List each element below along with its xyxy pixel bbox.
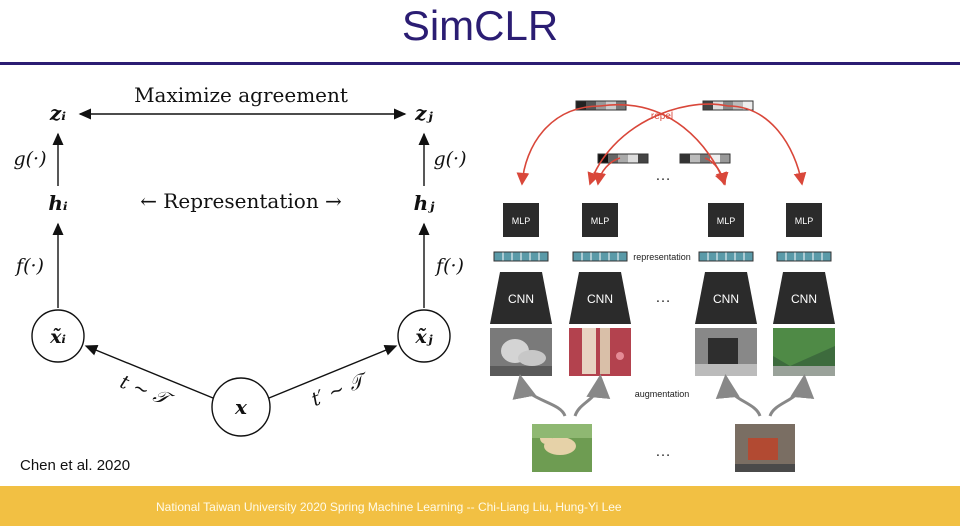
- simclr-framework-diagram: Maximize agreement zᵢ zⱼ g(·) g(·) hᵢ hⱼ…: [13, 83, 467, 437]
- repel-arc-inner-2: [704, 157, 729, 186]
- x-tilde-i-label: x̃ᵢ: [49, 326, 66, 348]
- t-right-label: t′ ~ 𝒯: [308, 368, 372, 411]
- z-i-label: zᵢ: [49, 101, 66, 125]
- original-dog-image: [532, 424, 592, 472]
- repel-arc-inner-1: [593, 157, 621, 186]
- mlp-block-2: MLP: [582, 203, 618, 237]
- mlp-label-4: MLP: [795, 216, 814, 226]
- representation-vector-4: [776, 251, 832, 262]
- h-i-label: hᵢ: [48, 191, 68, 215]
- augmented-dog-red-crop-image: [569, 328, 631, 376]
- x-label: x: [234, 395, 248, 419]
- augmentation-text: augmentation: [635, 389, 690, 399]
- footer-text: National Taiwan University 2020 Spring M…: [156, 500, 622, 514]
- cnn-block-4: CNN: [773, 272, 835, 324]
- cnn-label-1: CNN: [508, 292, 534, 306]
- cnn-block-1: CNN: [490, 272, 552, 324]
- f-left-label: f(·): [14, 255, 44, 277]
- z-j-label: zⱼ: [414, 101, 433, 125]
- augmentation-arrow-1: [512, 374, 567, 417]
- x-tilde-j-node: [397, 309, 451, 363]
- t-arrow-left: [84, 345, 214, 399]
- x-node: [211, 377, 271, 437]
- ellipsis-mid: …: [655, 289, 671, 306]
- ellipsis-bottom: …: [655, 443, 671, 460]
- representation-vector-1: [493, 251, 549, 262]
- title-divider: [0, 62, 960, 65]
- cnn-label-3: CNN: [713, 292, 739, 306]
- cnn-block-3: CNN: [695, 272, 757, 324]
- citation-text: Chen et al. 2020: [20, 457, 131, 474]
- mlp-block-1: MLP: [503, 203, 539, 237]
- t-left-label: t ~ 𝒯: [117, 371, 177, 412]
- cnn-label-4: CNN: [791, 292, 817, 306]
- mlp-label-1: MLP: [512, 216, 531, 226]
- h-j-label: hⱼ: [414, 191, 436, 215]
- representation-label: ← Representation →: [140, 189, 342, 213]
- ellipsis-top: …: [655, 167, 671, 184]
- representation-text: representation: [633, 252, 691, 262]
- footer-bar: National Taiwan University 2020 Spring M…: [0, 486, 960, 526]
- cnn-block-2: CNN: [569, 272, 631, 324]
- repel-arc-outer-3: [587, 103, 729, 186]
- x-tilde-j-label: x̃ⱼ: [414, 326, 433, 348]
- f-right-label: f(·): [434, 255, 464, 277]
- x-tilde-i-node: [31, 309, 85, 363]
- repel-arc-outer-1: [516, 105, 601, 186]
- cnn-label-2: CNN: [587, 292, 613, 306]
- augmentation-arrow-3: [715, 374, 762, 417]
- t-arrow-right: [268, 345, 398, 399]
- augmented-chair-grayscale-image: [695, 328, 757, 376]
- simclr-pipeline-illustration: repel … MLP MLP MLP MLP representation: [490, 100, 835, 472]
- augmented-chair-green-crop-image: [773, 328, 835, 376]
- augmentation-arrow-2: [573, 374, 611, 417]
- mlp-label-3: MLP: [717, 216, 736, 226]
- slide-title: SimCLR: [401, 2, 559, 49]
- g-left-label: g(·): [13, 148, 46, 170]
- augmentation-arrow-4: [768, 374, 815, 417]
- original-chair-image: [735, 424, 795, 472]
- representation-vector-2: [572, 251, 628, 262]
- repel-label: repel: [651, 111, 673, 122]
- repel-arc-outer-4: [727, 105, 807, 186]
- mlp-block-3: MLP: [708, 203, 744, 237]
- maximize-agreement-label: Maximize agreement: [134, 83, 348, 107]
- g-right-label: g(·): [433, 148, 466, 170]
- mlp-block-4: MLP: [786, 203, 822, 237]
- mlp-label-2: MLP: [591, 216, 610, 226]
- augmented-dog-grayscale-image: [490, 328, 552, 376]
- representation-vector-3: [698, 251, 754, 262]
